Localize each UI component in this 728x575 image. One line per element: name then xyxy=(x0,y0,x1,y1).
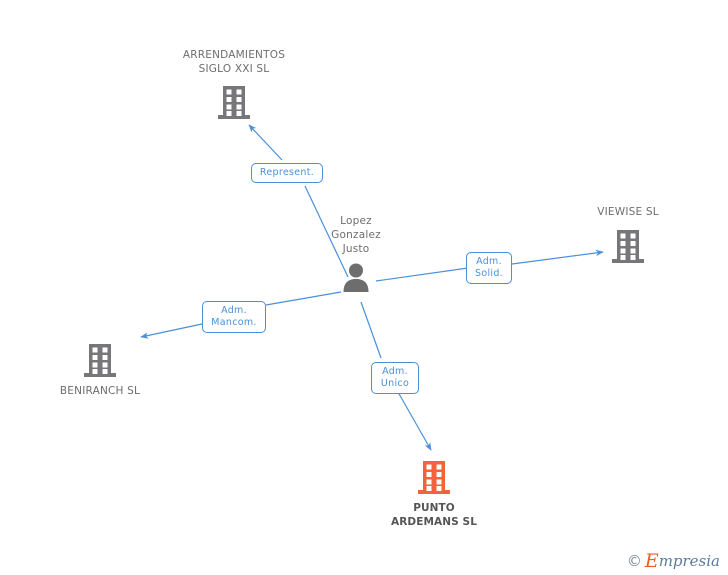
node-lopez-gonzalez-justo[interactable]: Lopez Gonzalez Justo xyxy=(312,214,400,292)
node-viewise[interactable]: VIEWISE SL xyxy=(572,205,684,264)
node-punto-ardemans[interactable]: PUNTO ARDEMANS SL xyxy=(376,459,492,529)
person-icon[interactable] xyxy=(312,262,400,292)
edge-line-represent xyxy=(248,124,349,278)
node-arrendamientos[interactable]: ARRENDAMIENTOS SIGLO XXI SL xyxy=(160,48,308,120)
node-label-beniranch: BENIRANCH SL xyxy=(59,385,141,397)
edge-line-adm-unico xyxy=(360,301,432,451)
building-icon[interactable] xyxy=(160,84,308,120)
watermark-empresia: © E mpresia xyxy=(626,550,720,572)
edge-label-adm-solid[interactable]: Adm. Solid. xyxy=(466,252,512,284)
building-icon[interactable] xyxy=(572,228,684,264)
edge-label-adm-unico[interactable]: Adm. Unico xyxy=(371,362,419,394)
node-label-arrendamientos: ARRENDAMIENTOS SIGLO XXI SL xyxy=(182,49,286,75)
edge-label-represent[interactable]: Represent. xyxy=(251,163,323,183)
edge-label-adm-mancom[interactable]: Adm. Mancom. xyxy=(202,301,266,333)
copyright-icon: © xyxy=(626,552,642,570)
building-icon[interactable] xyxy=(376,459,492,495)
brand-initial: E xyxy=(644,550,659,572)
node-label-viewise: VIEWISE SL xyxy=(597,206,659,218)
node-label-lopez-gonzalez-justo: Lopez Gonzalez Justo xyxy=(331,215,381,255)
node-beniranch[interactable]: BENIRANCH SL xyxy=(44,342,156,398)
edge-line-adm-solid xyxy=(375,249,604,282)
brand-name: mpresia xyxy=(658,552,720,570)
edge-line-adm-mancom xyxy=(140,291,342,339)
building-icon[interactable] xyxy=(44,342,156,378)
node-label-punto-ardemans: PUNTO ARDEMANS SL xyxy=(390,502,478,528)
